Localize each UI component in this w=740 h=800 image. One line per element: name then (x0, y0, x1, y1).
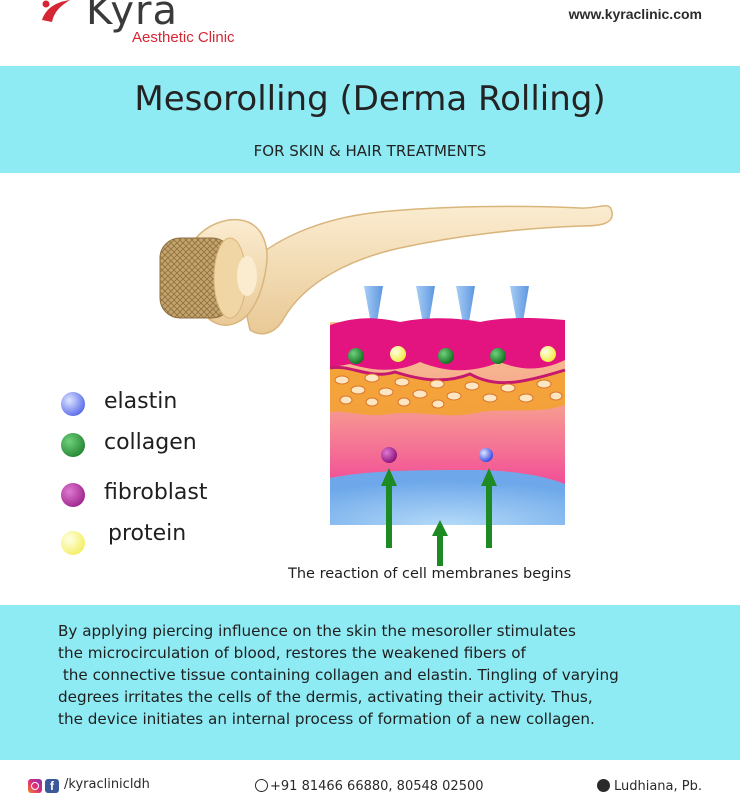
description-line: the connective tissue containing collage… (58, 666, 619, 684)
collagen-particle (348, 348, 364, 364)
skin-cross-section (329, 318, 566, 566)
illustration-caption: The reaction of cell membranes begins (288, 566, 572, 582)
brand-subtitle: Aesthetic Clinic (132, 29, 235, 46)
description-text: By applying piercing influence on the sk… (58, 620, 698, 730)
derma-roller-illustration (159, 204, 613, 566)
description-line: By applying piercing influence on the sk… (58, 622, 576, 640)
protein-particle (540, 346, 556, 362)
collagen-particle (490, 348, 506, 364)
protein-swatch-icon (61, 531, 85, 555)
location-icon (596, 779, 610, 792)
logo-swoosh-icon (42, 0, 70, 22)
legend-item-protein: protein (58, 521, 268, 555)
fibroblast-swatch-icon (61, 483, 85, 507)
collagen-particle (438, 348, 454, 364)
legend-item-elastin: elastin (58, 389, 268, 419)
brand-logo[interactable]: Kyra Aesthetic Clinic (36, 0, 276, 60)
social-handle[interactable]: /kyraclinicldh (64, 777, 150, 792)
fibroblast-particle (381, 447, 397, 463)
location-text: Ludhiana, Pb. (613, 779, 702, 794)
legend-label: collagen (104, 430, 197, 455)
footer-phone[interactable]: +91 81466 66880, 80548 02500 (255, 777, 484, 794)
legend-label: fibroblast (104, 480, 208, 505)
legend-item-collagen: collagen (58, 430, 268, 460)
elastin-particle (479, 448, 493, 462)
instagram-icon[interactable] (28, 779, 42, 793)
description-line: the microcirculation of blood, restores … (58, 644, 526, 662)
growth-arrows (381, 468, 497, 566)
legend-label: protein (108, 521, 187, 546)
description-line: degrees irritates the cells of the dermi… (58, 688, 593, 706)
website-link[interactable]: www.kyraclinic.com (568, 6, 702, 22)
description-line: the device initiates an internal process… (58, 710, 595, 728)
fat-cells (334, 373, 563, 409)
header: Kyra Aesthetic Clinic www.kyraclinic.com (0, 0, 740, 66)
footer-location: Ludhiana, Pb. (596, 777, 702, 794)
phone-icon (255, 779, 268, 792)
legend-label: elastin (104, 389, 178, 414)
title-band: Mesorolling (Derma Rolling) FOR SKIN & H… (0, 66, 740, 173)
brand-name: Kyra (86, 0, 178, 34)
description-band (0, 605, 740, 760)
collagen-swatch-icon (61, 433, 85, 457)
elastin-swatch-icon (61, 392, 85, 416)
needles (364, 286, 529, 340)
phone-numbers[interactable]: +91 81466 66880, 80548 02500 (270, 779, 484, 794)
protein-particle (390, 346, 406, 362)
legend-item-fibroblast: fibroblast (58, 480, 268, 510)
derma-roller (159, 204, 613, 335)
page-subtitle: FOR SKIN & HAIR TREATMENTS (253, 142, 487, 160)
footer: f /kyraclinicldh +91 81466 66880, 80548 … (0, 760, 740, 800)
facebook-icon[interactable]: f (45, 779, 59, 793)
page-title: Mesorolling (Derma Rolling) (134, 79, 606, 119)
